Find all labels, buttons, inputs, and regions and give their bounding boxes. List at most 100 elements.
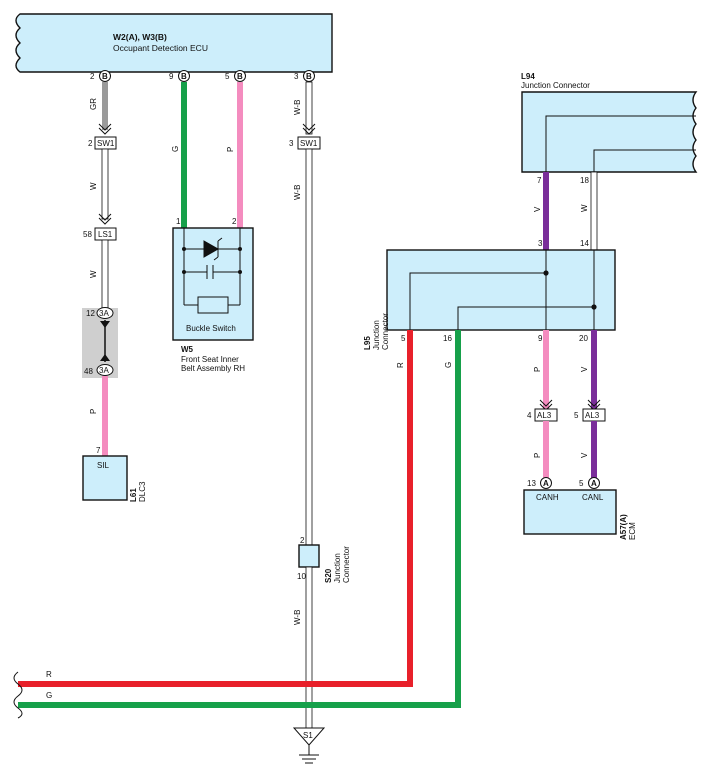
svg-text:2: 2 <box>90 72 95 81</box>
l61-id: L61 <box>129 488 138 502</box>
wire-wb-label-1: W-B <box>293 100 302 115</box>
sw1-label-right: SW1 <box>300 139 318 148</box>
wire-p-label-canh-2: P <box>533 453 542 458</box>
a57-name: ECM <box>628 522 637 540</box>
wire-v-canl-1 <box>591 330 597 410</box>
wire-w-label-l94: W <box>580 204 589 212</box>
ecm-letter-2: A <box>591 479 597 488</box>
wire-v-l94 <box>543 172 549 250</box>
l95-pin-20: 20 <box>579 334 588 343</box>
al3-pin-4: 4 <box>527 411 532 420</box>
wire-g-label-buckle: G <box>171 146 180 152</box>
dlc3-box <box>82 455 128 501</box>
l95-pin-3: 3 <box>538 239 543 248</box>
svg-text:B: B <box>102 72 108 81</box>
buckle-switch-circuit <box>183 228 241 314</box>
wire-p-sil <box>102 376 108 456</box>
j3a-label-bottom: 3A <box>99 366 109 375</box>
l94-name: Junction Connector <box>521 81 590 90</box>
sw1-label-left: SW1 <box>97 139 115 148</box>
wire-wb-2 <box>305 148 313 546</box>
occupant-detection-ecu: W2(A), W3(B) Occupant Detection ECU <box>15 13 333 73</box>
l95-name-1: Junction <box>372 320 381 350</box>
wire-r-label-vertical: R <box>396 362 405 368</box>
sw1-chevron <box>98 123 112 135</box>
l95-junction-connector: L95 Junction Connector <box>363 249 616 350</box>
sw1-pin-2: 2 <box>88 139 93 148</box>
wire-g-vertical <box>455 330 461 708</box>
s20-name-1: Junction <box>333 553 342 583</box>
wire-p-label-buckle: P <box>226 147 235 152</box>
ecu-name: Occupant Detection ECU <box>113 43 208 53</box>
wire-r-vertical <box>407 330 413 687</box>
s20-box <box>298 544 320 568</box>
ecm-canl: CANL <box>582 493 604 502</box>
wire-g-buckle <box>181 82 187 228</box>
dlc-pin-7: 7 <box>96 446 101 455</box>
wire-g-bus <box>18 702 461 708</box>
j3a-pin-48: 48 <box>84 367 93 376</box>
l95-name-2: Connector <box>381 313 390 350</box>
l95-pin-5: 5 <box>401 334 406 343</box>
ecm-letter-1: A <box>543 479 549 488</box>
sw1-chevron-2 <box>302 123 316 135</box>
wire-wb-label-2: W-B <box>293 185 302 200</box>
wire-gr <box>102 82 108 130</box>
l94-id: L94 <box>521 72 535 81</box>
l95-id: L95 <box>363 336 372 350</box>
a57-id: A57(A) <box>619 514 628 540</box>
wire-r-bus <box>18 681 413 687</box>
ls1-chevron <box>98 213 112 225</box>
wire-g-label-bus: G <box>46 691 52 700</box>
wire-w-l94 <box>590 171 598 251</box>
w5-pin-1: 1 <box>176 217 181 226</box>
wire-p-label-canh-1: P <box>533 367 542 372</box>
ls1-pin-58: 58 <box>83 230 92 239</box>
w5-name-1: Front Seat Inner <box>181 355 239 364</box>
ecu-pin-5: 5 B <box>225 70 246 82</box>
w5-name-2: Belt Assembly RH <box>181 364 245 373</box>
ground-s1: S1 <box>292 727 326 764</box>
l94-junction-connector: L94 Junction Connector <box>521 72 698 173</box>
wire-p-canh-1 <box>543 330 549 410</box>
ecm-pin-5: 5 <box>579 479 584 488</box>
sw1-pin-3: 3 <box>289 139 294 148</box>
wire-v-label-l94: V <box>533 206 542 212</box>
wire-w-label-2: W <box>89 270 98 278</box>
al3-label-5: AL3 <box>585 411 600 420</box>
l94-pin-18: 18 <box>580 176 589 185</box>
l95-pin-16: 16 <box>443 334 452 343</box>
ls1-label: LS1 <box>98 230 113 239</box>
ecu-pin-9: 9 B <box>169 70 190 82</box>
wire-v-label-canl-2: V <box>580 452 589 458</box>
ecu-pin-2: 2 B <box>90 70 111 82</box>
w5-pin-2: 2 <box>232 217 237 226</box>
j3a-label-top: 3A <box>99 309 109 318</box>
buckle-switch-label: Buckle Switch <box>186 324 236 333</box>
wire-p-buckle <box>237 82 243 228</box>
dlc3-sil-terminal: SIL <box>97 461 110 470</box>
ecm-box <box>523 489 617 535</box>
svg-text:9: 9 <box>169 72 174 81</box>
wire-g-label-vertical: G <box>444 362 453 368</box>
wire-wb-1 <box>305 81 313 135</box>
ecu-pin-3: 3 B <box>294 70 315 82</box>
l95-pin-9: 9 <box>538 334 543 343</box>
al3-pin-5: 5 <box>574 411 579 420</box>
s20-id: S20 <box>324 568 333 583</box>
wire-w-1 <box>101 148 109 220</box>
l61-name: DLC3 <box>138 481 147 502</box>
wire-w-label-1: W <box>89 182 98 190</box>
ecm-pin-13: 13 <box>527 479 536 488</box>
ground-label: S1 <box>303 731 313 740</box>
s20-pin-10: 10 <box>297 572 306 581</box>
svg-text:5: 5 <box>225 72 230 81</box>
svg-text:3: 3 <box>294 72 299 81</box>
wire-p-canh-2 <box>543 421 549 479</box>
wire-v-canl-2 <box>591 421 597 479</box>
w5-id: W5 <box>181 345 194 354</box>
wire-v-label-canl-1: V <box>580 366 589 372</box>
l95-pin-14: 14 <box>580 239 589 248</box>
